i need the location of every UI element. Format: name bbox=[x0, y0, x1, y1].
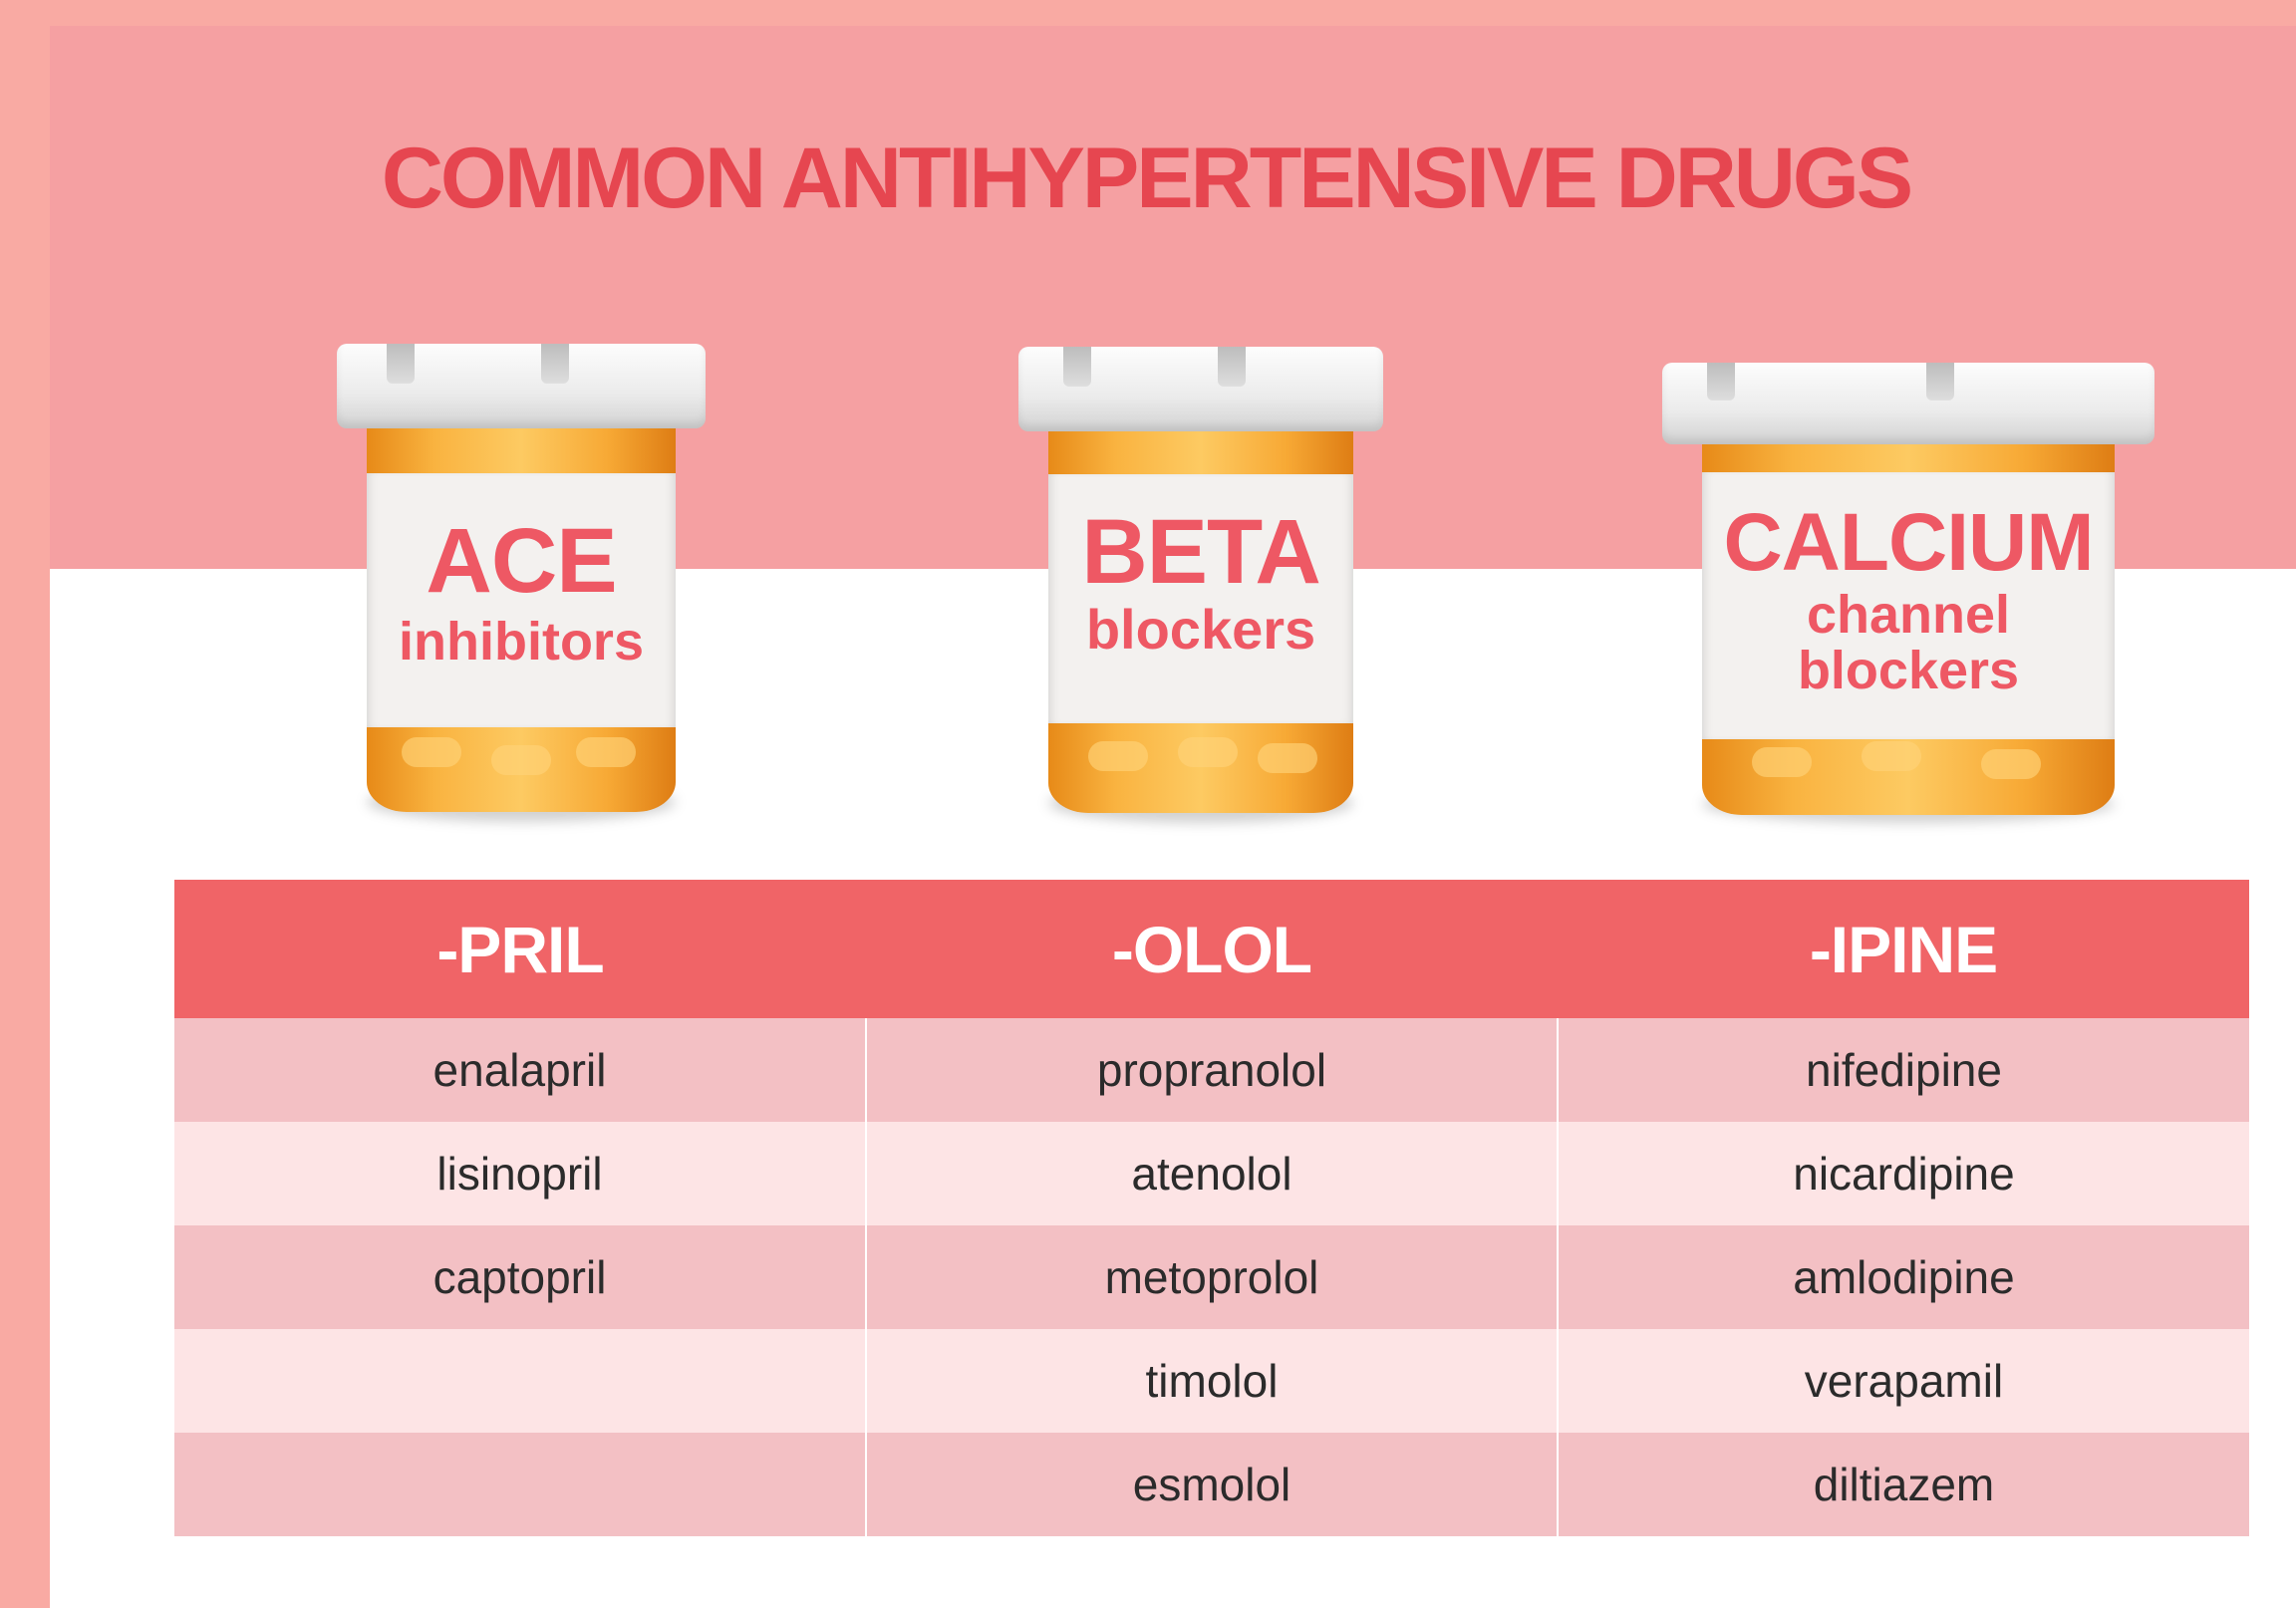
bottle-label-main: BETA bbox=[1081, 501, 1321, 603]
drug-suffix-table: -PRIL -OLOL -IPINE enalapril propranolol… bbox=[174, 880, 2249, 1536]
bottle-cap bbox=[337, 344, 706, 428]
bottle-cap bbox=[1662, 363, 2154, 444]
table-row: esmolol diltiazem bbox=[174, 1433, 2249, 1536]
table-cell bbox=[174, 1433, 867, 1536]
pill-bottle-beta: BETA blockers bbox=[1018, 347, 1383, 823]
table-cell: captopril bbox=[174, 1225, 867, 1329]
table-cell bbox=[174, 1329, 867, 1433]
bottle-label-main: CALCIUM bbox=[1723, 497, 2094, 588]
bottle-label-calcium: CALCIUM channel blockers bbox=[1702, 472, 2115, 739]
table-cell: esmolol bbox=[866, 1433, 1559, 1536]
table-cell: atenolol bbox=[866, 1122, 1559, 1225]
table-cell: timolol bbox=[866, 1329, 1559, 1433]
table-cell: enalapril bbox=[174, 1018, 867, 1122]
bottle-label-sub: blockers bbox=[1085, 598, 1316, 661]
table-cell: metoprolol bbox=[866, 1225, 1559, 1329]
table-cell: lisinopril bbox=[174, 1122, 867, 1225]
column-header-olol: -OLOL bbox=[866, 880, 1558, 1018]
bottle-label-main: ACE bbox=[426, 510, 617, 612]
bottle-label-sub: inhibitors bbox=[399, 612, 644, 671]
table-cell: nicardipine bbox=[1558, 1122, 2249, 1225]
bottle-cap bbox=[1018, 347, 1383, 431]
pill-bottle-ace: ACE inhibitors bbox=[337, 344, 706, 822]
table-cell: diltiazem bbox=[1558, 1433, 2249, 1536]
table-cell: propranolol bbox=[866, 1018, 1559, 1122]
table-row: lisinopril atenolol nicardipine bbox=[174, 1122, 2249, 1225]
bottle-label-sub: channel bbox=[1806, 585, 2011, 645]
table-row: timolol verapamil bbox=[174, 1329, 2249, 1433]
table-cell: verapamil bbox=[1558, 1329, 2249, 1433]
bottle-label-sub: blockers bbox=[1797, 641, 2020, 700]
page-title: COMMON ANTIHYPERTENSIVE DRUGS bbox=[381, 131, 1913, 226]
pill-bottle-calcium: CALCIUM channel blockers bbox=[1662, 363, 2154, 823]
bottle-label-beta: BETA blockers bbox=[1048, 474, 1353, 723]
table-cell: amlodipine bbox=[1558, 1225, 2249, 1329]
table-cell: nifedipine bbox=[1558, 1018, 2249, 1122]
bottle-label-ace: ACE inhibitors bbox=[367, 473, 676, 727]
column-header-ipine: -IPINE bbox=[1558, 880, 2249, 1018]
table-header-row: -PRIL -OLOL -IPINE bbox=[174, 880, 2249, 1018]
table-row: captopril metoprolol amlodipine bbox=[174, 1225, 2249, 1329]
column-header-pril: -PRIL bbox=[174, 880, 866, 1018]
table-row: enalapril propranolol nifedipine bbox=[174, 1018, 2249, 1122]
